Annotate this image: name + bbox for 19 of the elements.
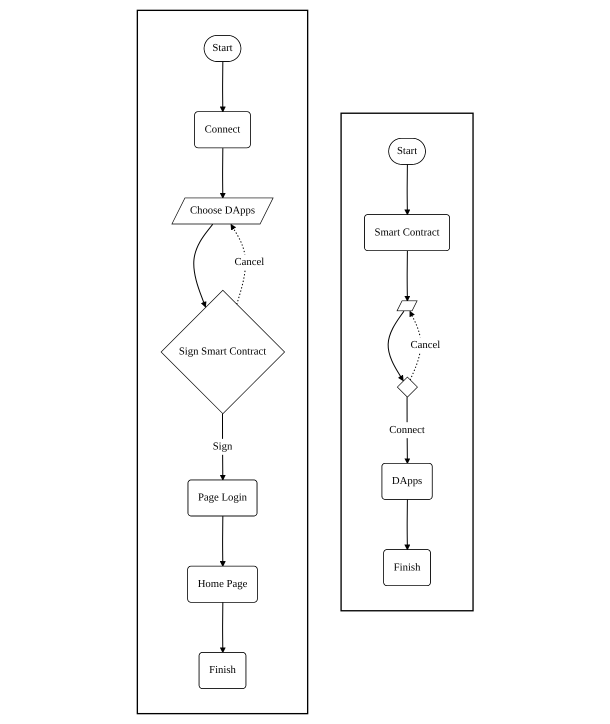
- node-parallelogram: [396, 300, 418, 312]
- arrow: [220, 62, 226, 112]
- node-diamond: Sign Smart Contract: [160, 290, 285, 414]
- cluster: [340, 112, 474, 612]
- arrow: [387, 310, 404, 382]
- cluster: [136, 10, 308, 714]
- arrow: [220, 148, 226, 199]
- edge-label: Cancel: [410, 339, 440, 351]
- arrow: [404, 250, 410, 302]
- arrow: [220, 414, 226, 480]
- edge-label: Sign: [212, 440, 232, 452]
- arrow: [404, 164, 410, 216]
- arrow: [404, 500, 410, 550]
- edge-label: Connect: [389, 424, 425, 436]
- arrow: [193, 224, 213, 308]
- arrow: [220, 516, 226, 567]
- edge-label: Cancel: [234, 256, 264, 268]
- arrow: [220, 602, 226, 654]
- node-diamond: [396, 376, 418, 398]
